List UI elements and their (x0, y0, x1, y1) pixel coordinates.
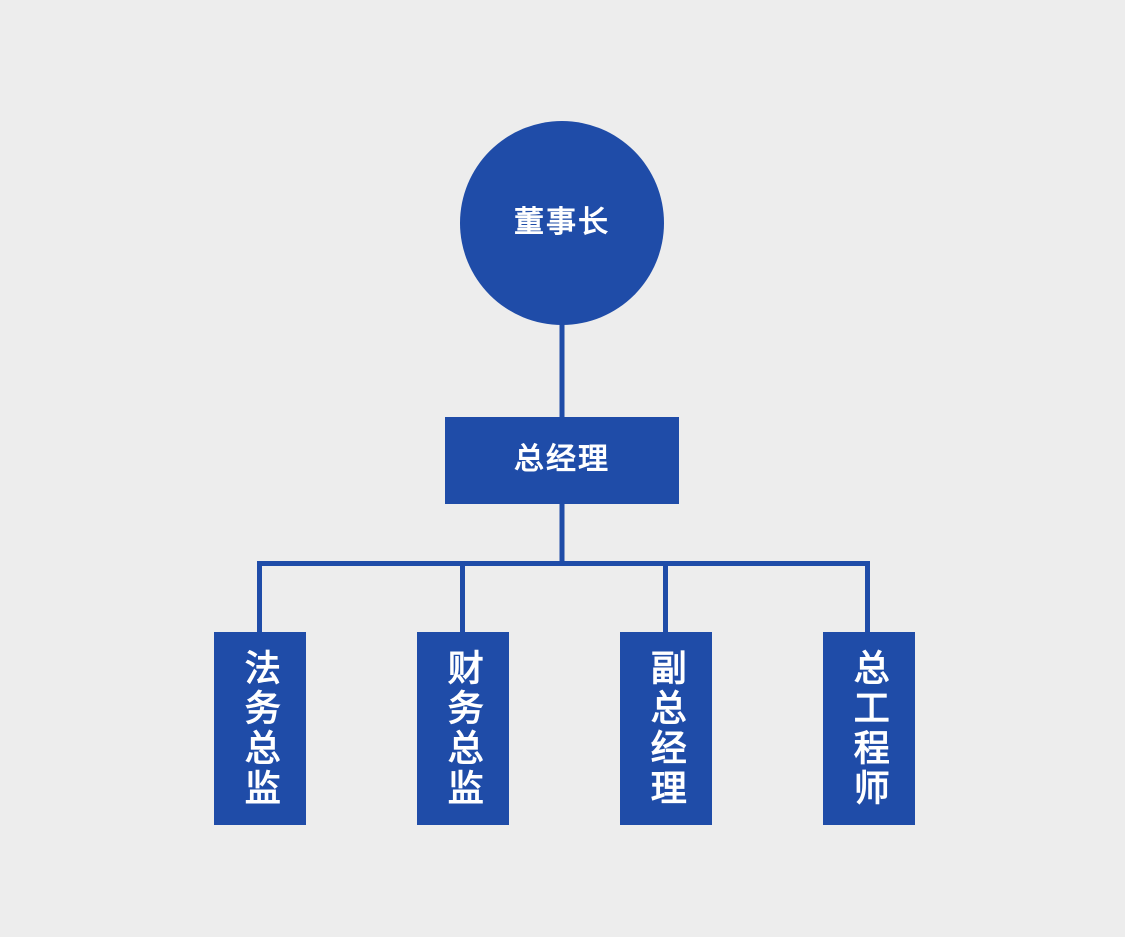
node-general-manager-label: 总经理 (514, 443, 610, 477)
node-chief-engineer-label: 总工程师 (848, 648, 890, 809)
node-chairman-label: 董事长 (514, 205, 610, 239)
node-deputy-general-manager[interactable]: 副总经理 (620, 632, 712, 825)
node-general-manager[interactable]: 总经理 (445, 417, 679, 504)
node-finance-director[interactable]: 财务总监 (417, 632, 509, 825)
node-legal-director-label: 法务总监 (239, 648, 281, 809)
node-deputy-general-manager-label: 副总经理 (645, 648, 687, 809)
node-chairman[interactable]: 董事长 (460, 121, 664, 325)
node-legal-director[interactable]: 法务总监 (214, 632, 306, 825)
node-finance-director-label: 财务总监 (442, 648, 484, 809)
node-chief-engineer[interactable]: 总工程师 (823, 632, 915, 825)
